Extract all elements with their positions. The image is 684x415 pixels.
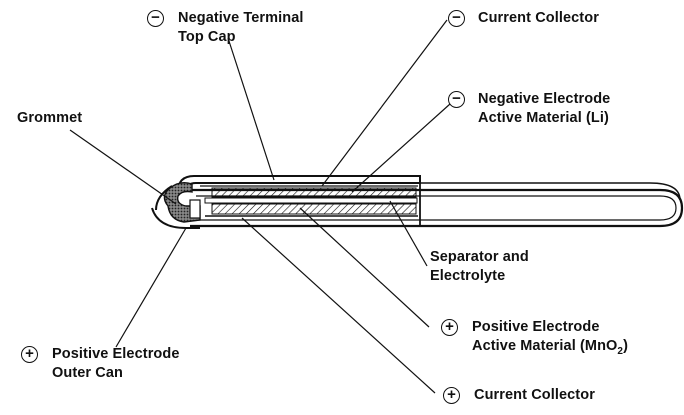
label-line: Current Collector xyxy=(474,387,595,403)
grommet-label: Grommet xyxy=(17,109,82,128)
positive-sign-icon: + xyxy=(21,346,38,363)
label-line: Current Collector xyxy=(478,10,599,26)
label-line: Negative Terminal xyxy=(178,10,304,26)
label-line: Grommet xyxy=(17,110,83,126)
label-line: Outer Can xyxy=(52,365,123,381)
label-line: Separator and xyxy=(430,249,529,265)
label-line: Negative Electrode xyxy=(478,91,611,107)
outer-can xyxy=(190,188,684,228)
label-line: Active Material (Li) xyxy=(478,110,609,126)
label-line: Electrolyte xyxy=(430,268,506,284)
label-line: Active Material (MnO2) xyxy=(472,338,629,357)
positive-sign-icon: + xyxy=(443,387,460,404)
separator-label: Separator and Electrolyte xyxy=(430,248,529,286)
separator xyxy=(204,197,418,204)
label-line: Top Cap xyxy=(178,29,236,45)
label-line: Positive Electrode xyxy=(472,319,600,335)
negative-sign-icon: − xyxy=(147,10,164,27)
negative-sign-icon: − xyxy=(448,91,465,108)
negative-sign-icon: − xyxy=(448,10,465,27)
negative-electrode xyxy=(211,187,417,198)
positive-sign-icon: + xyxy=(441,319,458,336)
outer-can-inner xyxy=(196,195,677,221)
positive-electrode xyxy=(211,203,417,215)
label-line: Positive Electrode xyxy=(52,346,180,362)
